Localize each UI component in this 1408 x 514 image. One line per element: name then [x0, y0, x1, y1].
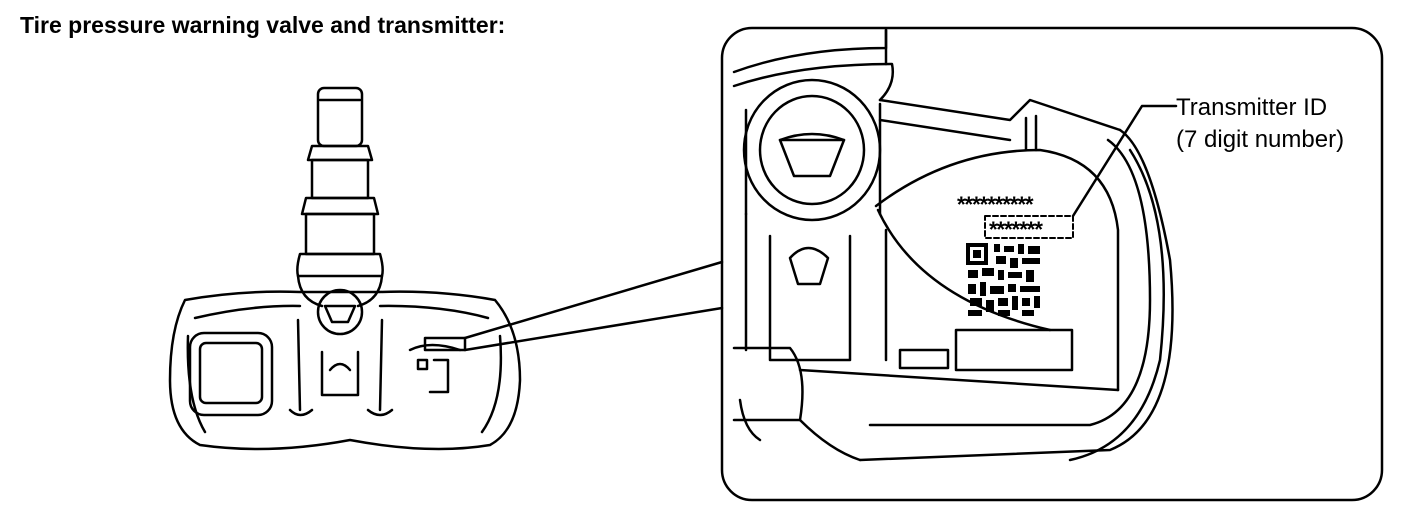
qr-code-icon — [966, 243, 1040, 316]
detail-panel-frame — [720, 26, 1384, 502]
diagram-title: Tire pressure warning valve and transmit… — [20, 12, 506, 38]
serial-number-text: ********** — [957, 192, 1034, 217]
detail-transmitter — [732, 28, 1178, 462]
transmitter-id-box — [984, 215, 1074, 239]
zoom-connector-lines — [463, 260, 724, 352]
transmitter-body — [168, 288, 522, 451]
callout-line-2: (7 digit number) — [1176, 126, 1345, 153]
transmitter-id-callout: Transmitter ID (7 digit number) — [1176, 92, 1344, 156]
valve-stem — [296, 86, 384, 308]
transmitter-id-text: ******* — [989, 217, 1043, 242]
callout-line-1: Transmitter ID — [1176, 94, 1328, 121]
callout-leader-line — [1071, 104, 1178, 218]
